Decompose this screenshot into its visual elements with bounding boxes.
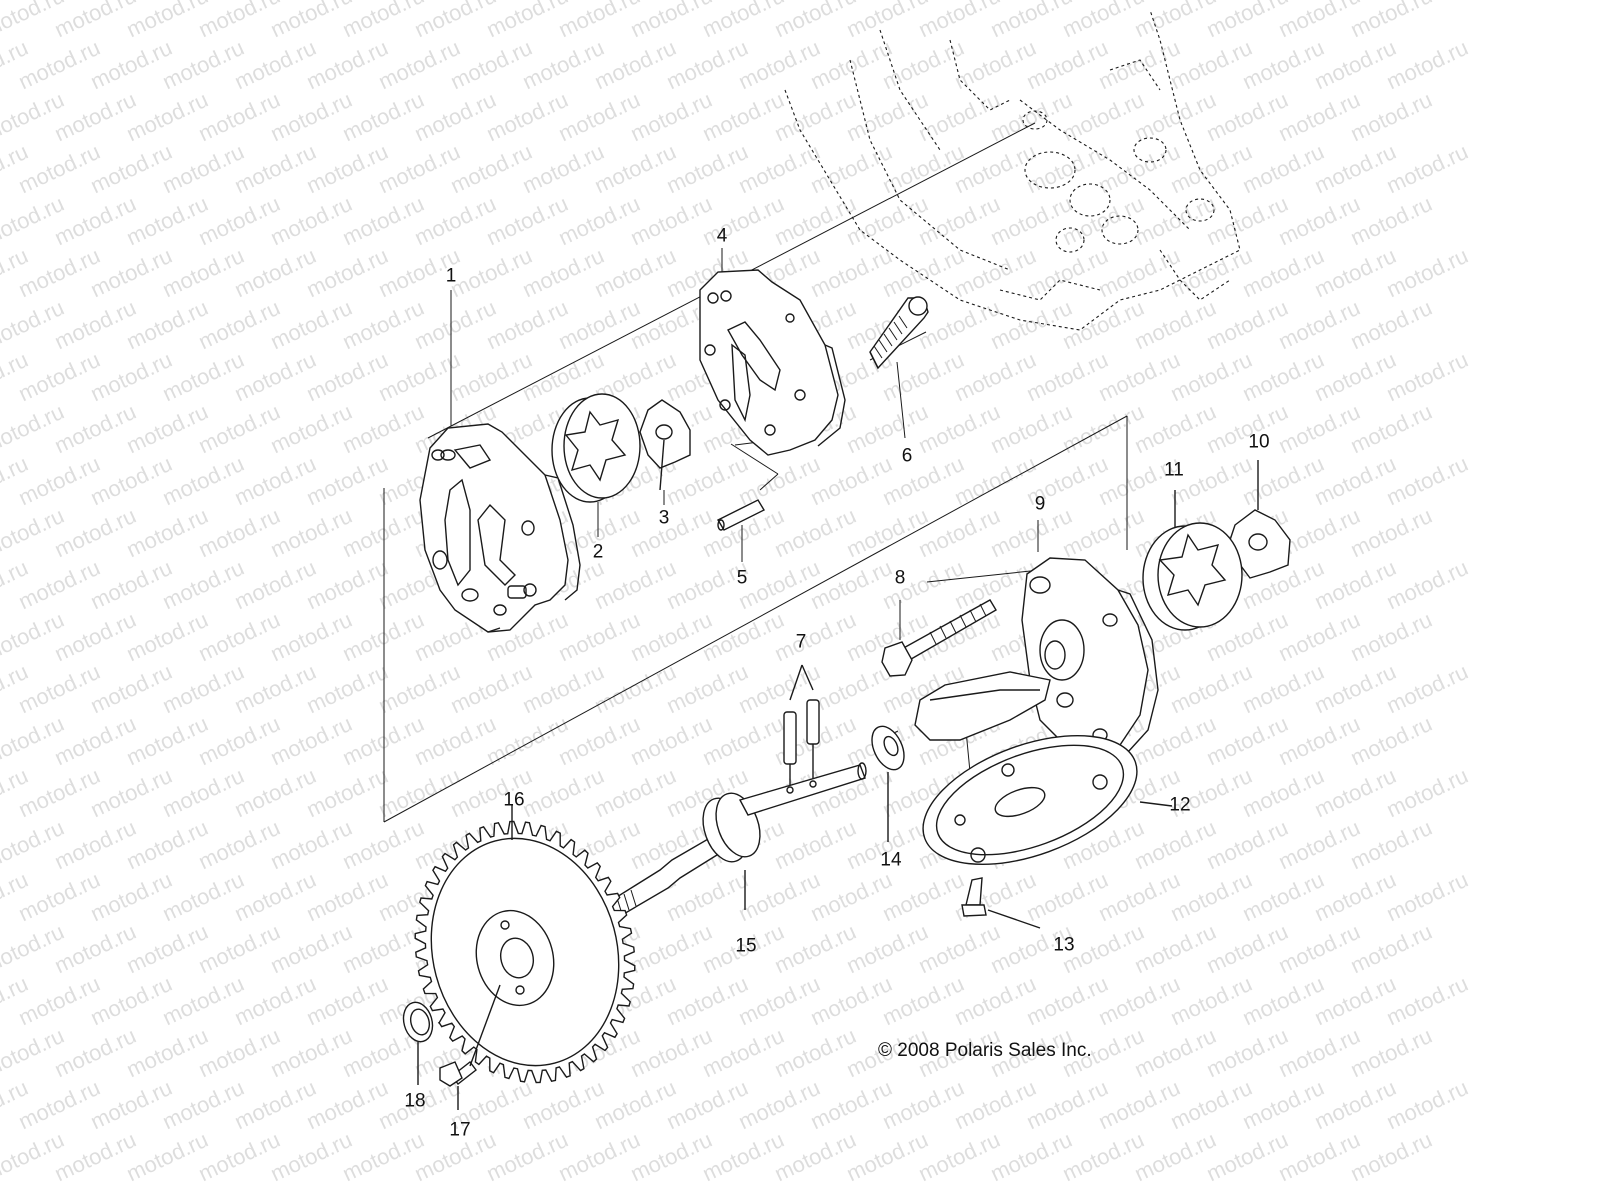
part-13-screw <box>962 878 1040 928</box>
callout-5: 5 <box>736 567 748 589</box>
part-16-drive-gear <box>406 805 643 1087</box>
callout-13: 13 <box>1053 934 1075 956</box>
part-9-pump-cover <box>915 558 1158 755</box>
part-12-screen <box>906 710 1172 890</box>
callout-2: 2 <box>592 541 604 563</box>
engine-crankcase <box>785 10 1240 330</box>
part-8-long-bolt <box>882 600 996 676</box>
callout-14: 14 <box>880 849 902 871</box>
callout-16: 16 <box>503 789 525 811</box>
part-14-washer <box>866 721 911 842</box>
callout-18: 18 <box>404 1090 426 1112</box>
copyright-notice: © 2008 Polaris Sales Inc. <box>878 1040 1092 1061</box>
part-18-washer <box>399 999 436 1085</box>
part-2-outer-rotor <box>552 394 640 502</box>
part-3-inner-rotor <box>640 400 690 490</box>
part-7-pins <box>784 665 819 790</box>
callout-10: 10 <box>1248 431 1270 453</box>
callout-8: 8 <box>894 567 906 589</box>
part-4-pump-plate <box>700 270 845 455</box>
callout-15: 15 <box>735 935 757 957</box>
callout-1: 1 <box>445 265 457 287</box>
callout-11: 11 <box>1164 459 1184 481</box>
part-11-outer-rotor <box>1143 490 1242 630</box>
callout-17: 17 <box>449 1119 471 1141</box>
callout-9: 9 <box>1034 493 1046 515</box>
part-17-screw <box>440 985 500 1110</box>
part-6-bolt <box>870 297 928 368</box>
leader-lines <box>451 248 1038 640</box>
callout-6: 6 <box>901 445 913 467</box>
callout-4: 4 <box>716 225 728 247</box>
callout-12: 12 <box>1169 794 1191 816</box>
callout-3: 3 <box>658 507 670 529</box>
callout-7: 7 <box>795 631 807 653</box>
part-15-shaft <box>601 763 866 922</box>
part-5-dowel-pin <box>718 500 764 530</box>
part-1-pump-housing <box>420 424 580 632</box>
